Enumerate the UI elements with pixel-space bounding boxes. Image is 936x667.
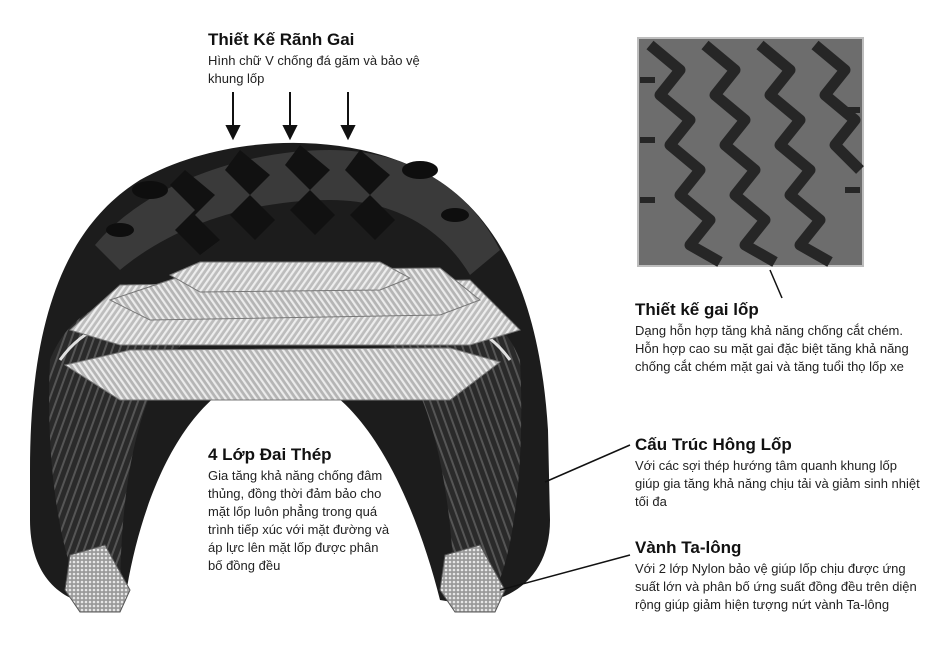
tread-design-text: Dạng hỗn hợp tăng khả năng chống cắt ché… <box>635 323 909 374</box>
groove-design-text: Hình chữ V chống đá găm và bảo vệ khung … <box>208 53 420 86</box>
groove-design-title: Thiết Kế Rãnh Gai <box>208 30 355 49</box>
bead-title: Vành Ta-lông <box>635 538 742 557</box>
bead-text: Với 2 lớp Nylon bảo vệ giúp lốp chịu đượ… <box>635 561 917 612</box>
tread-design-label: Thiết kế gai lốp Dạng hỗn hợp tăng khả n… <box>635 300 915 376</box>
tread-design-title: Thiết kế gai lốp <box>635 300 759 319</box>
bead-label: Vành Ta-lông Với 2 lớp Nylon bảo vệ giúp… <box>635 538 920 614</box>
groove-design-label: Thiết Kế Rãnh Gai Hình chữ V chống đá gă… <box>208 30 438 88</box>
sidewall-title: Cấu Trúc Hông Lốp <box>635 435 792 454</box>
bead-right <box>439 544 506 613</box>
sidewall-label: Cấu Trúc Hông Lốp Với các sợi thép hướng… <box>635 435 920 511</box>
steel-belts <box>63 261 521 401</box>
tread-pattern-inset <box>637 37 864 267</box>
steel-belt-text: Gia tăng khả năng chống đâm thủng, đồng … <box>208 468 390 573</box>
sidewall-text: Với các sợi thép hướng tâm quanh khung l… <box>635 458 920 509</box>
bead-left <box>64 544 131 613</box>
steel-belt-label: 4 Lớp Đai Thép Gia tăng khả năng chống đ… <box>208 445 393 575</box>
steel-belt-title: 4 Lớp Đai Thép <box>208 445 332 464</box>
groove-arrows <box>225 92 356 141</box>
tread-blocks <box>106 145 469 255</box>
leader-lines <box>499 269 783 591</box>
